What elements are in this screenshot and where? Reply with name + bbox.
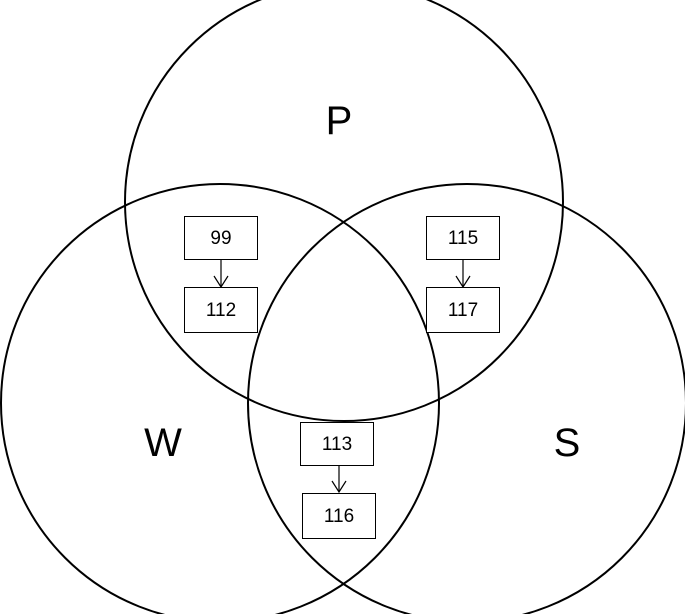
- arrow-w-s: [331, 465, 347, 494]
- value-box-w-s-from: 113: [300, 422, 374, 466]
- value-box-w-s-to: 116: [302, 493, 376, 539]
- value-box-p-s-from: 115: [426, 216, 500, 260]
- value-box-p-w-from: 99: [184, 216, 258, 260]
- circle-w: [0, 183, 440, 614]
- value-box-p-w-to: 112: [184, 287, 258, 333]
- arrow-p-s: [455, 260, 471, 289]
- set-label-s: S: [553, 421, 581, 465]
- arrow-p-w: [213, 260, 229, 289]
- circle-p: [124, 0, 564, 422]
- circle-s: [247, 183, 685, 614]
- value-box-p-s-to: 117: [426, 287, 500, 333]
- set-label-w: W: [144, 421, 182, 465]
- set-label-p: P: [325, 99, 353, 143]
